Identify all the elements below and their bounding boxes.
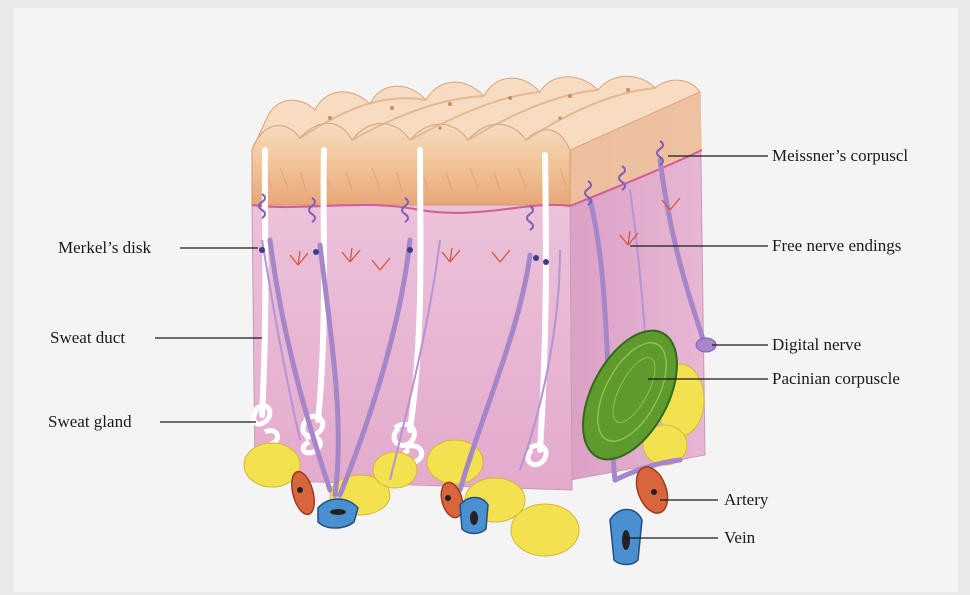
label-vein: Vein	[724, 529, 755, 546]
label-meissners-corpuscle: Meissner’s corpuscl	[772, 147, 908, 164]
label-merkels-disk: Merkel’s disk	[58, 239, 151, 256]
label-digital-nerve: Digital nerve	[772, 336, 861, 353]
label-sweat-gland: Sweat gland	[48, 413, 132, 430]
label-artery: Artery	[724, 491, 768, 508]
label-sweat-duct: Sweat duct	[50, 329, 125, 346]
label-pacinian-corpuscle: Pacinian corpuscle	[772, 370, 900, 387]
label-free-nerve-endings: Free nerve endings	[772, 237, 901, 254]
